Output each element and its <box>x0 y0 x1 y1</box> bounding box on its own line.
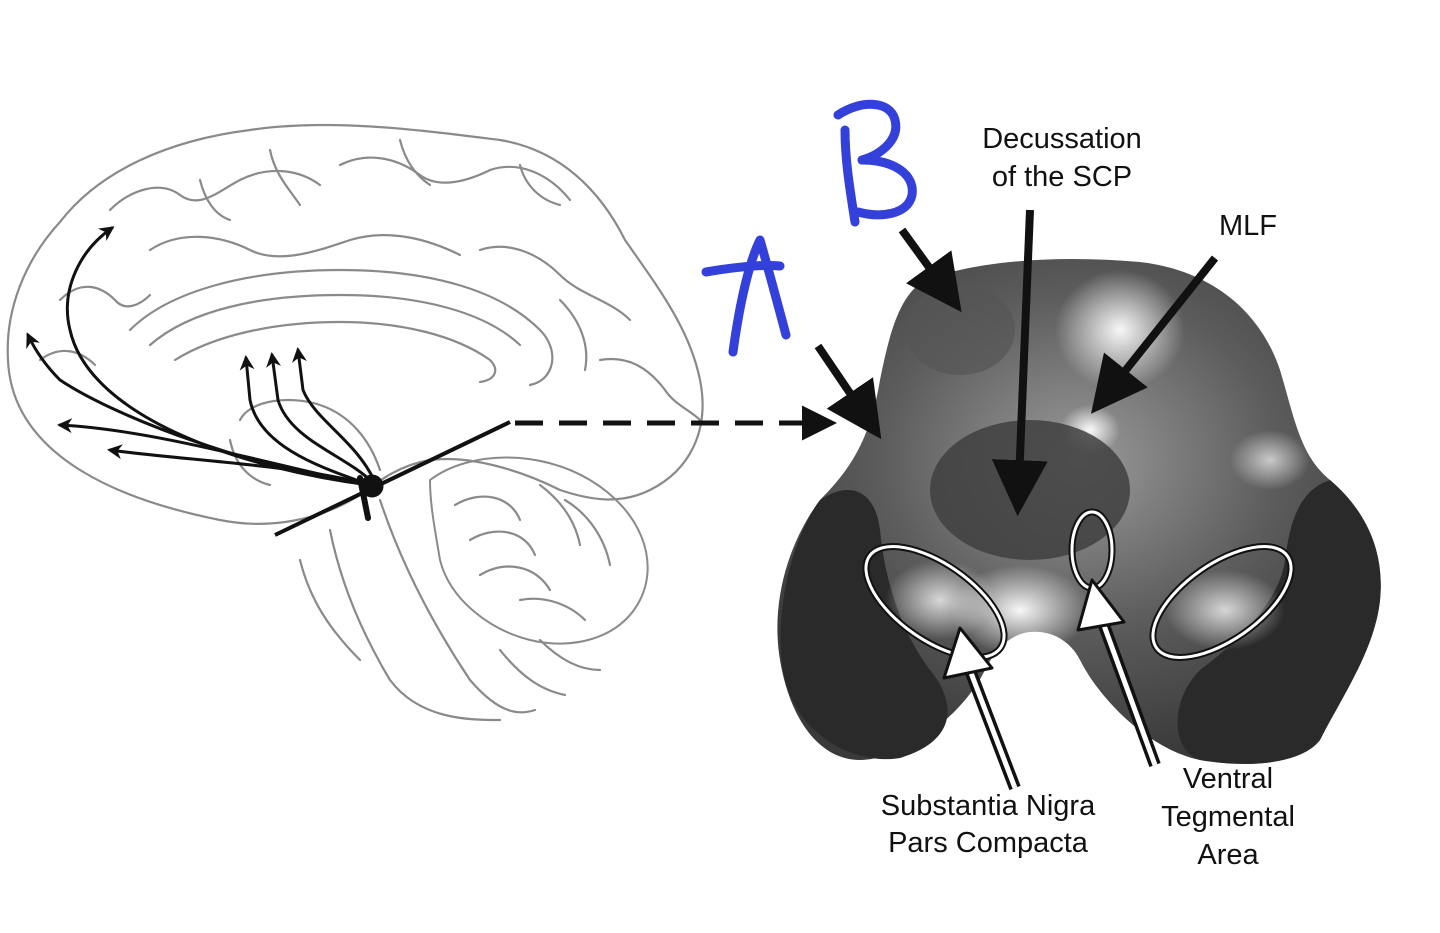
pathway-arrows <box>26 226 384 521</box>
handwritten-letter-a <box>701 235 791 357</box>
label-vta-line1: Ventral <box>1183 763 1273 795</box>
label-vta-line3: Area <box>1197 839 1259 871</box>
section-plane <box>274 405 837 537</box>
labels: Decussation of the SCP MLF Substantia Ni… <box>881 123 1295 871</box>
arrow-decussation <box>991 209 1048 517</box>
hollow-arrows <box>942 578 1161 791</box>
label-decussation: Decussation <box>982 123 1142 155</box>
arrow-b <box>898 227 962 313</box>
label-vta-line2: Tegmental <box>1161 801 1295 833</box>
arrow-mlf <box>1091 255 1219 414</box>
brain-sagittal-icon <box>6 123 704 722</box>
label-substantia-nigra: Substantia Nigra <box>881 790 1096 822</box>
midbrain-section-icon <box>777 259 1381 764</box>
label-mlf: MLF <box>1219 210 1277 242</box>
arrow-a <box>814 343 882 440</box>
label-pointer-arrows <box>814 209 1219 517</box>
label-decussation-line2: of the SCP <box>992 161 1132 193</box>
label-pars-compacta: Pars Compacta <box>888 827 1089 859</box>
handwritten-letter-b <box>833 99 917 227</box>
